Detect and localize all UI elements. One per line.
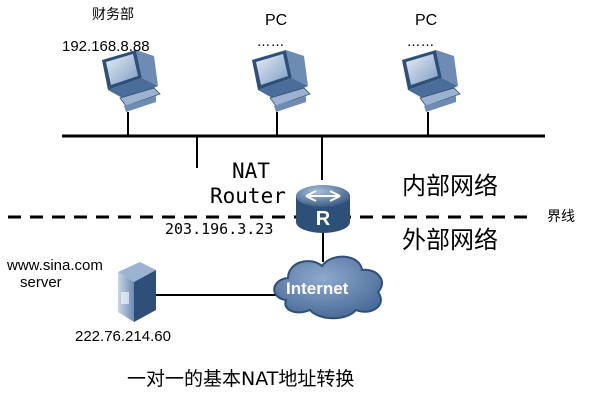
cloud-icon <box>273 255 383 320</box>
router-label-router: Router <box>210 184 286 208</box>
server-ip: 222.76.214.60 <box>75 328 171 345</box>
host-name-finance: 财务部 <box>92 7 134 23</box>
diagram-caption: 一对一的基本NAT地址转换 <box>127 368 355 390</box>
router-icon: R <box>296 185 350 233</box>
svg-text:R: R <box>316 208 331 230</box>
server-tower-icon <box>118 262 156 322</box>
zone-outside-label: 外部网络 <box>402 226 498 254</box>
server-domain: www.sina.com <box>7 257 103 274</box>
zone-inside-label: 内部网络 <box>402 172 498 200</box>
host-ip-pc-1: …… <box>257 35 285 50</box>
router-label-nat: NAT <box>232 159 270 183</box>
desktop-computer-icon <box>252 50 311 112</box>
router-ip: 203.196.3.23 <box>165 220 274 238</box>
desktop-computer-icon <box>102 50 161 112</box>
boundary-label: 界线 <box>547 209 575 225</box>
internet-label: Internet <box>286 279 349 298</box>
desktop-computer-icon <box>402 50 461 112</box>
host-name-pc-1: PC <box>265 12 288 29</box>
server-label: server <box>20 274 62 291</box>
host-ip-pc-2: …… <box>407 35 435 50</box>
host-name-pc-2: PC <box>415 12 438 29</box>
host-ip-finance: 192.168.8.88 <box>62 38 150 55</box>
